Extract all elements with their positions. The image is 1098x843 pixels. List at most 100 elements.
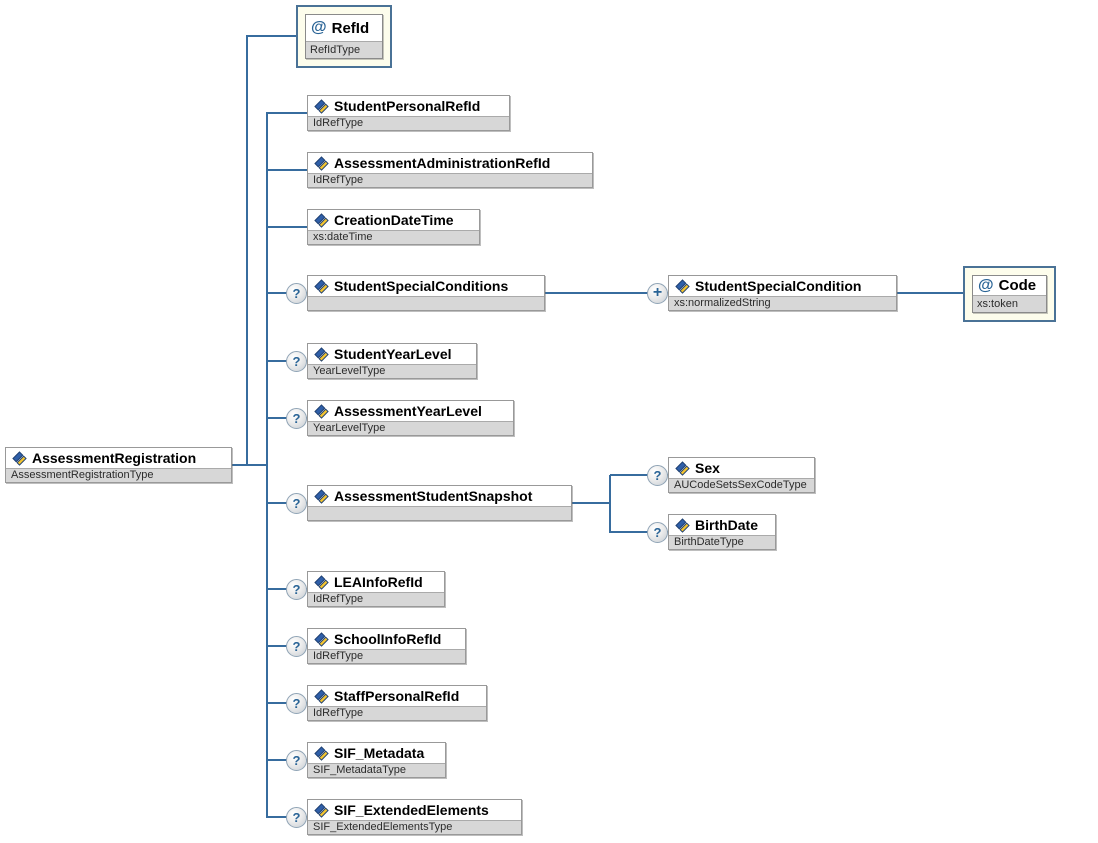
element-title-row: StudentYearLevel: [308, 344, 476, 364]
element-icon: [314, 346, 329, 362]
element-type-label: IdRefType: [308, 173, 592, 187]
element-name: AssessmentAdministrationRefId: [334, 155, 551, 171]
attribute-name: RefId: [331, 19, 370, 37]
optional-indicator-icon: ?: [286, 749, 307, 771]
element-title-row: AssessmentYearLevel: [308, 401, 513, 421]
element-name: CreationDateTime: [334, 212, 454, 228]
optional-indicator-icon: ?: [286, 407, 307, 429]
element-title-row: Sex: [669, 458, 814, 478]
optional-indicator-icon: ?: [286, 692, 307, 714]
element-type-label: IdRefType: [308, 116, 509, 130]
element-icon: [314, 212, 329, 228]
optional-indicator-icon: ?: [286, 350, 307, 372]
element-icon: [314, 574, 329, 590]
element-title-row: SIF_Metadata: [308, 743, 445, 763]
element-icon: [314, 745, 329, 761]
element-icon: [314, 631, 329, 647]
element-assessment-student-snapshot[interactable]: AssessmentStudentSnapshot: [307, 485, 572, 521]
element-type-label: AssessmentRegistrationType: [6, 468, 231, 482]
element-type-label: IdRefType: [308, 592, 444, 606]
element-name: Sex: [695, 460, 720, 476]
element-name: StaffPersonalRefId: [334, 688, 460, 704]
attribute-type-label: RefIdType: [306, 41, 382, 58]
element-student-special-conditions[interactable]: StudentSpecialConditions: [307, 275, 545, 311]
element-title-row: StaffPersonalRefId: [308, 686, 486, 706]
attribute-name: Code: [998, 277, 1037, 294]
element-title-row: LEAInfoRefId: [308, 572, 444, 592]
element-type-label: [308, 296, 544, 310]
element-type-label: SIF_MetadataType: [308, 763, 445, 777]
element-type-label: SIF_ExtendedElementsType: [308, 820, 521, 834]
element-name: LEAInfoRefId: [334, 574, 423, 590]
attribute-title-row: @RefId: [306, 15, 382, 41]
element-name: AssessmentYearLevel: [334, 403, 482, 419]
element-title-row: SIF_ExtendedElements: [308, 800, 521, 820]
repeat-indicator-icon: +: [647, 282, 668, 304]
element-name: StudentSpecialConditions: [334, 278, 509, 294]
element-title-row: StudentSpecialCondition: [669, 276, 896, 296]
element-title-row: BirthDate: [669, 515, 775, 535]
element-icon: [12, 450, 27, 466]
attribute-title-row: @Code: [973, 276, 1046, 295]
element-title-row: AssessmentStudentSnapshot: [308, 486, 571, 506]
element-name: SIF_Metadata: [334, 745, 425, 761]
element-type-label: BirthDateType: [669, 535, 775, 549]
optional-indicator-icon: ?: [286, 492, 307, 514]
element-title-row: StudentSpecialConditions: [308, 276, 544, 296]
element-type-label: YearLevelType: [308, 421, 513, 435]
element-icon: [314, 98, 329, 114]
element-type-label: xs:dateTime: [308, 230, 479, 244]
element-title-row: AssessmentRegistration: [6, 448, 231, 468]
optional-indicator-icon: ?: [647, 521, 668, 543]
element-title-row: SchoolInfoRefId: [308, 629, 465, 649]
element-name: StudentSpecialCondition: [695, 278, 862, 294]
element-icon: [314, 802, 329, 818]
element-name: StudentPersonalRefId: [334, 98, 481, 114]
optional-indicator-icon: ?: [286, 578, 307, 600]
attribute-at-icon: @: [311, 19, 327, 36]
element-icon: [675, 517, 690, 533]
element-icon: [314, 278, 329, 294]
element-icon: [675, 460, 690, 476]
element-student-special-condition[interactable]: StudentSpecialCondition xs:normalizedStri…: [668, 275, 897, 311]
element-name: SchoolInfoRefId: [334, 631, 442, 647]
element-icon: [675, 278, 690, 294]
element-type-label: [308, 506, 571, 520]
attribute-type-label: xs:token: [973, 295, 1046, 312]
element-name: SIF_ExtendedElements: [334, 802, 489, 818]
element-icon: [314, 688, 329, 704]
element-icon: [314, 155, 329, 171]
element-name: BirthDate: [695, 517, 759, 533]
element-title-row: AssessmentAdministrationRefId: [308, 153, 592, 173]
element-creation-date-time[interactable]: CreationDateTime xs:dateTime: [307, 209, 480, 245]
optional-indicator-icon: ?: [286, 282, 307, 304]
element-name: AssessmentRegistration: [32, 450, 197, 466]
element-type-label: xs:normalizedString: [669, 296, 896, 310]
element-type-label: IdRefType: [308, 706, 486, 720]
element-name: StudentYearLevel: [334, 346, 452, 362]
optional-indicator-icon: ?: [647, 464, 668, 486]
element-title-row: CreationDateTime: [308, 210, 479, 230]
element-type-label: IdRefType: [308, 649, 465, 663]
optional-indicator-icon: ?: [286, 806, 307, 828]
attribute-at-icon: @: [978, 276, 994, 294]
element-title-row: StudentPersonalRefId: [308, 96, 509, 116]
